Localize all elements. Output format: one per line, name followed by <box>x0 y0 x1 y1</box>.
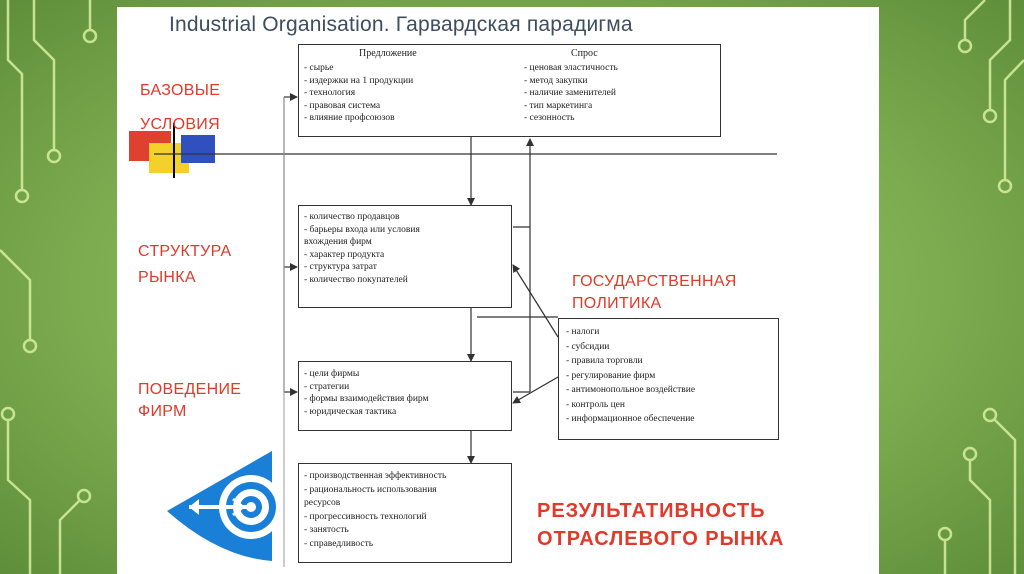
firm-behavior-label: ПОВЕДЕНИЕ ФИРМ <box>138 379 241 423</box>
demand-header: Спрос <box>571 48 598 61</box>
list-item: - количество продавцов <box>304 211 420 224</box>
list-item: - характер продукта <box>304 249 420 262</box>
target-icon <box>159 447 279 565</box>
market-structure-box: - количество продавцов - барьеры входа и… <box>298 205 512 308</box>
list-item: - юридическая тактика <box>304 406 429 419</box>
list-item: - занятость <box>304 524 446 538</box>
list-item: - метод закупки <box>524 75 618 88</box>
performance-box: - производственная эффективность - рацио… <box>298 463 512 563</box>
demand-list: - ценовая эластичность - метод закупки -… <box>524 62 618 125</box>
supply-list: - сырье - издержки на 1 продукции - техн… <box>304 62 413 125</box>
list-item: - формы взаимодействия фирм <box>304 393 429 406</box>
basic-conditions-box: Предложение Спрос - сырье - издержки на … <box>298 44 721 137</box>
list-item: - сезонность <box>524 112 618 125</box>
list-item: - структура затрат <box>304 261 420 274</box>
government-policy-label: ГОСУДАРСТВЕННАЯ ПОЛИТИКА <box>572 271 737 315</box>
list-item: - цели фирмы <box>304 368 429 381</box>
firm-behavior-list: - цели фирмы - стратегии - формы взаимод… <box>304 368 429 418</box>
list-item: - рациональность использования <box>304 484 446 498</box>
government-policy-list: - налоги - субсидии - правила торговли -… <box>566 325 695 427</box>
list-item: - налоги <box>566 325 695 340</box>
market-structure-list: - количество продавцов - барьеры входа и… <box>304 211 420 286</box>
firm-behavior-box: - цели фирмы - стратегии - формы взаимод… <box>298 361 512 431</box>
performance-label: РЕЗУЛЬТАТИВНОСТЬ ОТРАСЛЕВОГО РЫНКА <box>537 497 784 553</box>
list-item: - антимонопольное воздействие <box>566 383 695 398</box>
list-item: - влияние профсоюзов <box>304 112 413 125</box>
list-item: - ценовая эластичность <box>524 62 618 75</box>
list-item: - издержки на 1 продукции <box>304 75 413 88</box>
slide: Industrial Organisation. Гарвардская пар… <box>117 7 879 574</box>
performance-list: - производственная эффективность - рацио… <box>304 470 446 551</box>
list-item: - количество покупателей <box>304 274 420 287</box>
list-item: - производственная эффективность <box>304 470 446 484</box>
list-item: - прогрессивность технологий <box>304 511 446 525</box>
list-item: - тип маркетинга <box>524 100 618 113</box>
list-item: - справедливость <box>304 538 446 552</box>
government-policy-box: - налоги - субсидии - правила торговли -… <box>558 318 779 440</box>
list-item: - контроль цен <box>566 398 695 413</box>
list-item: - технология <box>304 87 413 100</box>
list-item: вхождения фирм <box>304 236 420 249</box>
list-item: ресурсов <box>304 497 446 511</box>
supply-header: Предложение <box>359 48 417 61</box>
list-item: - наличие заменителей <box>524 87 618 100</box>
list-item: - правила торговли <box>566 354 695 369</box>
list-item: - сырье <box>304 62 413 75</box>
list-item: - субсидии <box>566 340 695 355</box>
basic-conditions-label: БАЗОВЫЕ УСЛОВИЯ <box>140 80 220 136</box>
list-item: - правовая система <box>304 100 413 113</box>
list-item: - барьеры входа или условия <box>304 224 420 237</box>
list-item: - информационное обеспечение <box>566 412 695 427</box>
list-item: - регулирование фирм <box>566 369 695 384</box>
market-structure-label: СТРУКТУРА РЫНКА <box>138 241 232 289</box>
list-item: - стратегии <box>304 381 429 394</box>
